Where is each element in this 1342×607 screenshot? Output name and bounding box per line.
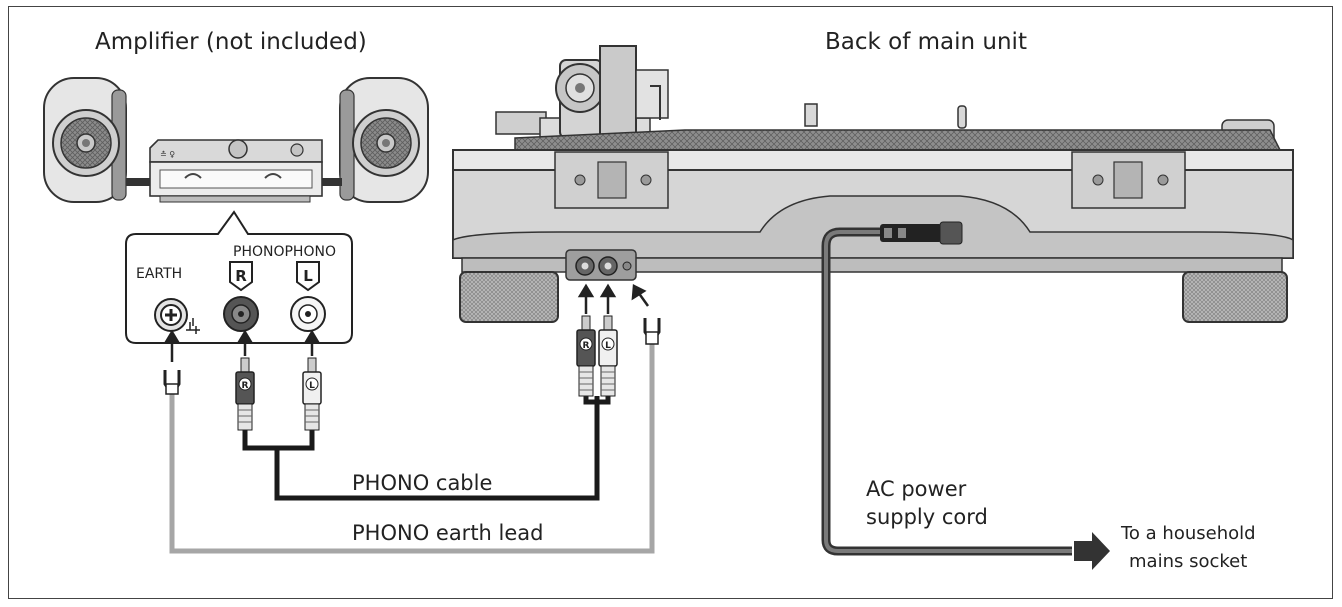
plug-r-amp-letter: R [242, 381, 249, 391]
rca-plug-r-turntable [576, 315, 596, 397]
ac-plug [880, 221, 963, 245]
ac-cord-label-line1: AC power [866, 477, 967, 501]
mains-label-line1: To a household [1121, 523, 1256, 544]
mains-label-line2: mains socket [1129, 551, 1248, 572]
plug-r-turntable-letter: R [583, 341, 590, 351]
turntable-back [452, 45, 1294, 323]
phono-earth-lead-label: PHONO earth lead [352, 521, 544, 545]
left-speaker [43, 77, 127, 203]
plug-l-turntable-letter: L [605, 341, 611, 351]
right-speaker [339, 77, 429, 203]
amplifier-unit: ≛ ♀ [126, 139, 342, 203]
mains-arrow-icon [1074, 532, 1110, 570]
ac-cord-label-line2: supply cord [866, 505, 988, 529]
amp-jack-l [290, 261, 326, 332]
svg-text:≛ ♀: ≛ ♀ [160, 150, 175, 159]
rca-plug-l-turntable [598, 315, 618, 397]
back-of-main-unit-label: Back of main unit [825, 29, 1027, 55]
ac-power-cord [821, 227, 1072, 556]
rca-plug-r-amp [235, 357, 255, 431]
jack-l-letter: L [303, 267, 313, 285]
earth-spade-turntable [643, 318, 661, 345]
phono-cable [242, 396, 600, 501]
jack-r-letter: R [235, 267, 247, 285]
phono-label: PHONOPHONO [233, 244, 336, 260]
amp-jack-r [223, 261, 259, 332]
phono-earth-lead [169, 344, 655, 554]
earth-label: EARTH [136, 266, 183, 282]
plug-l-amp-letter: L [309, 381, 315, 391]
insert-arrows [163, 283, 650, 362]
earth-spade-amp [163, 370, 181, 395]
rca-plug-l-amp [302, 357, 322, 431]
amplifier-label: Amplifier (not included) [95, 29, 367, 55]
phono-cable-label: PHONO cable [352, 471, 493, 495]
amp-earth-terminal [154, 298, 200, 334]
